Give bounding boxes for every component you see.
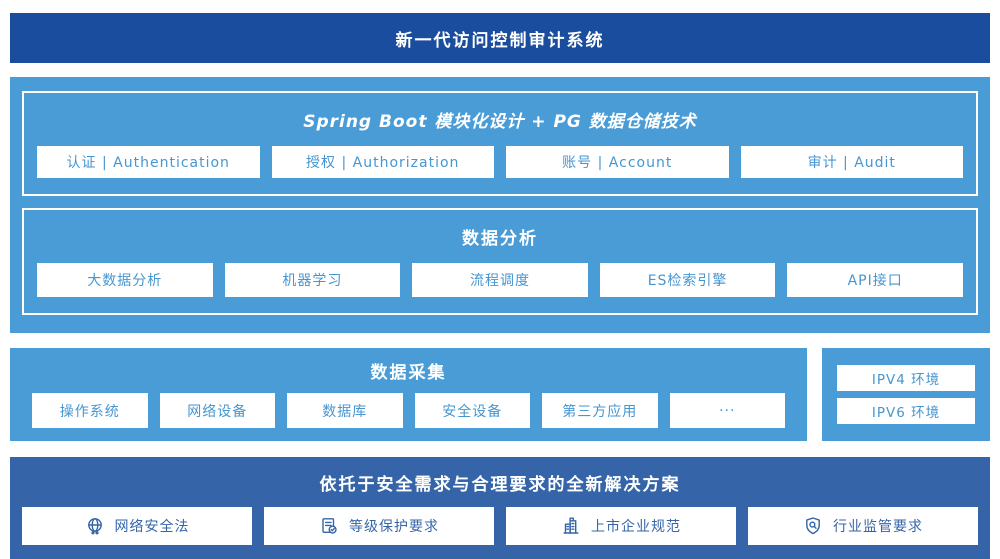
module-bigdata-analysis: 大数据分析	[37, 263, 213, 297]
requirement-row: 网络安全法 等级保护要求	[22, 507, 978, 545]
module-account: 账号 | Account	[506, 146, 729, 178]
requirement-label: 网络安全法	[114, 519, 190, 535]
data-collection-section: 数据采集 操作系统 网络设备 数据库 安全设备 第三方应用 ···	[10, 348, 807, 441]
source-operating-system: 操作系统	[32, 393, 148, 428]
source-security-device: 安全设备	[414, 393, 530, 428]
data-collection-title: 数据采集	[370, 363, 447, 383]
source-third-party-app: 第三方应用	[542, 393, 658, 428]
data-analysis-title: 数据分析	[462, 229, 538, 249]
requirement-label: 行业监管要求	[833, 519, 923, 535]
module-machine-learning: 机器学习	[224, 263, 401, 297]
requirement-industry-regulation: 行业监管要求	[748, 507, 978, 545]
analysis-module-row: 大数据分析 机器学习 流程调度 ES检索引擎 API接口	[37, 263, 963, 297]
requirement-listed-company: 上市企业规范	[506, 507, 736, 545]
collection-source-row: 操作系统 网络设备 数据库 安全设备 第三方应用 ···	[32, 393, 785, 428]
auth-module-row: 认证 | Authentication 授权 | Authorization 账…	[37, 146, 963, 178]
data-analysis-subsection: 数据分析 大数据分析 机器学习 流程调度 ES检索引擎 API接口	[22, 208, 978, 315]
platform-section: Spring Boot 模块化设计 + PG 数据仓储技术 认证 | Authe…	[10, 77, 990, 333]
solution-section: 依托于安全需求与合理要求的全新解决方案 网络安全法	[10, 457, 990, 559]
module-audit: 审计 | Audit	[740, 146, 963, 178]
source-database: 数据库	[287, 393, 403, 428]
module-flow-scheduling: 流程调度	[412, 263, 588, 297]
source-network-device: 网络设备	[159, 393, 275, 428]
globe-icon	[85, 516, 105, 536]
springboot-subsection: Spring Boot 模块化设计 + PG 数据仓储技术 认证 | Authe…	[22, 91, 978, 196]
module-authorization: 授权 | Authorization	[271, 146, 494, 178]
springboot-subsection-title: Spring Boot 模块化设计 + PG 数据仓储技术	[303, 112, 697, 132]
diagram-canvas: 新一代访问控制审计系统 Spring Boot 模块化设计 + PG 数据仓储技…	[10, 13, 990, 559]
module-es-search-engine: ES检索引擎	[599, 263, 776, 297]
env-ipv6: IPV6 环境	[837, 398, 975, 424]
requirement-label: 上市企业规范	[591, 519, 681, 535]
requirement-label: 等级保护要求	[349, 519, 439, 535]
module-authentication: 认证 | Authentication	[37, 146, 260, 178]
source-ellipsis: ···	[669, 393, 785, 428]
document-check-icon	[319, 516, 339, 536]
requirement-classified-protection: 等级保护要求	[264, 507, 494, 545]
collection-row: 数据采集 操作系统 网络设备 数据库 安全设备 第三方应用 ··· IPV4 环…	[10, 348, 990, 441]
solution-title: 依托于安全需求与合理要求的全新解决方案	[319, 475, 681, 495]
shield-search-icon	[803, 516, 823, 536]
module-api-interface: API接口	[787, 263, 963, 297]
building-icon	[561, 516, 581, 536]
system-title: 新一代访问控制审计系统	[395, 30, 605, 51]
system-title-banner: 新一代访问控制审计系统	[10, 13, 990, 63]
env-ipv4: IPV4 环境	[837, 365, 975, 391]
requirement-cybersecurity-law: 网络安全法	[22, 507, 252, 545]
environment-section: IPV4 环境 IPV6 环境	[822, 348, 990, 441]
